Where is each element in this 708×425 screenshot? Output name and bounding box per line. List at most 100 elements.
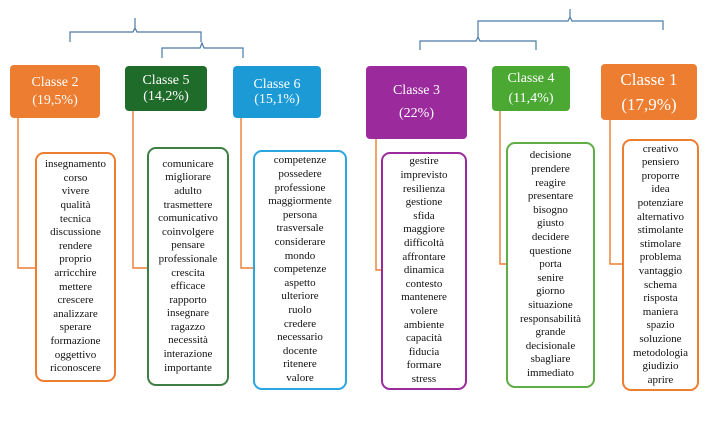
word-item: metodologia [633, 346, 688, 359]
word-item: creativo [642, 142, 679, 155]
word-item: vantaggio [638, 265, 683, 277]
word-item: decidere [531, 231, 570, 244]
class-title: Classe 4 [507, 70, 555, 86]
word-item: formare [406, 359, 442, 372]
word-item: volere [410, 304, 438, 317]
word-item: alternativo [636, 210, 685, 223]
word-item: senire [537, 271, 564, 284]
word-item: porta [539, 258, 562, 271]
word-item: analizzare [53, 307, 98, 320]
word-item: ritenere [283, 358, 317, 371]
word-item: discussione [50, 226, 101, 239]
word-item: immediato [526, 366, 575, 379]
class-percentage: (15,1%) [254, 92, 300, 107]
word-item: vivere [61, 185, 90, 198]
word-item: potenziare [637, 197, 684, 210]
word-item: importante [164, 361, 212, 374]
word-item: rendere [59, 239, 92, 252]
word-item: grande [535, 326, 566, 339]
class-title: Classe 1 [620, 69, 678, 89]
word-item: ambiente [403, 318, 445, 331]
word-item: necessità [168, 334, 208, 347]
bracket-classe5-6 [161, 41, 244, 58]
word-item: stimolante [637, 224, 684, 237]
word-item: maggiormente [268, 195, 332, 208]
word-item: coinvolgere [162, 225, 214, 238]
word-item: valore [286, 371, 314, 384]
word-item: sbagliare [530, 353, 571, 366]
word-item: problema [639, 251, 682, 264]
word-item: riconoscere [50, 362, 101, 375]
word-item: crescita [171, 266, 205, 279]
word-item: professione [274, 181, 326, 194]
word-item: necessario [277, 331, 323, 344]
word-item: pensiero [641, 156, 680, 169]
word-item: mantenere [401, 291, 447, 304]
word-item: insegnamento [44, 158, 107, 171]
word-item: aspetto [284, 276, 316, 289]
word-item: contesto [405, 277, 443, 290]
classe-1-header: Classe 1 (17,9%) [601, 64, 697, 120]
class-title: Classe 6 [253, 76, 301, 92]
classe-6-header: Classe 6 (15,1%) [233, 66, 321, 118]
word-item: trasmettere [163, 198, 213, 211]
bracket-classe3-4 [419, 35, 537, 50]
class-percentage: (19,5%) [32, 92, 78, 108]
word-item: idea [651, 183, 670, 196]
word-item: tecnica [59, 212, 92, 225]
class-title: Classe 2 [31, 75, 79, 90]
word-item: insegnare [166, 307, 210, 320]
word-item: considerare [274, 236, 326, 249]
word-item: mettere [59, 280, 92, 293]
word-item: arricchire [54, 267, 97, 279]
word-item: pensare [171, 239, 205, 252]
classe-5-header: Classe 5 (14,2%) [125, 66, 207, 111]
word-item: migliorare [165, 171, 211, 184]
classe-3-header: Classe 3 (22%) [366, 66, 467, 139]
word-item: spazio [646, 319, 675, 332]
word-item: affrontare [402, 250, 446, 263]
word-item: stress [411, 372, 437, 385]
word-item: gestione [405, 196, 443, 209]
word-item: aprire [647, 373, 674, 386]
word-item: docente [282, 344, 318, 357]
class-percentage: (17,9%) [621, 95, 677, 114]
word-item: rapporto [169, 293, 207, 306]
word-item: competenze [273, 263, 327, 276]
bracket-classe1-group [477, 15, 664, 37]
word-item: crescere [57, 294, 94, 307]
word-item: ulteriore [281, 290, 319, 303]
word-item: capacità [405, 332, 443, 345]
class-title: Classe 5 [142, 73, 190, 89]
word-item: comunicativo [158, 212, 218, 225]
word-item: sfida [413, 209, 435, 222]
word-item: possedere [278, 168, 322, 181]
word-item: imprevisto [400, 169, 448, 182]
class-percentage: (22%) [399, 105, 434, 121]
word-item: adulto [174, 184, 202, 197]
word-item: difficoltà [403, 237, 445, 250]
word-item: persona [282, 208, 318, 221]
word-item: maggiore [403, 223, 445, 236]
word-item: efficace [170, 280, 206, 293]
word-item: reagire [535, 176, 566, 189]
word-item: gestire [409, 155, 439, 168]
word-item: situazione [528, 298, 573, 311]
word-item: bisogno [533, 203, 568, 216]
word-item: corso [63, 171, 88, 184]
word-item: comunicare [162, 157, 214, 170]
word-item: questione [529, 244, 572, 257]
word-item: mondo [284, 249, 316, 262]
word-item: interazione [163, 348, 213, 361]
word-item: prendere [531, 163, 570, 176]
word-item: decisionale [525, 339, 576, 352]
bracket-classe2-group [69, 26, 202, 42]
word-item: ragazzo [170, 320, 206, 333]
word-item: stimolare [640, 237, 681, 250]
